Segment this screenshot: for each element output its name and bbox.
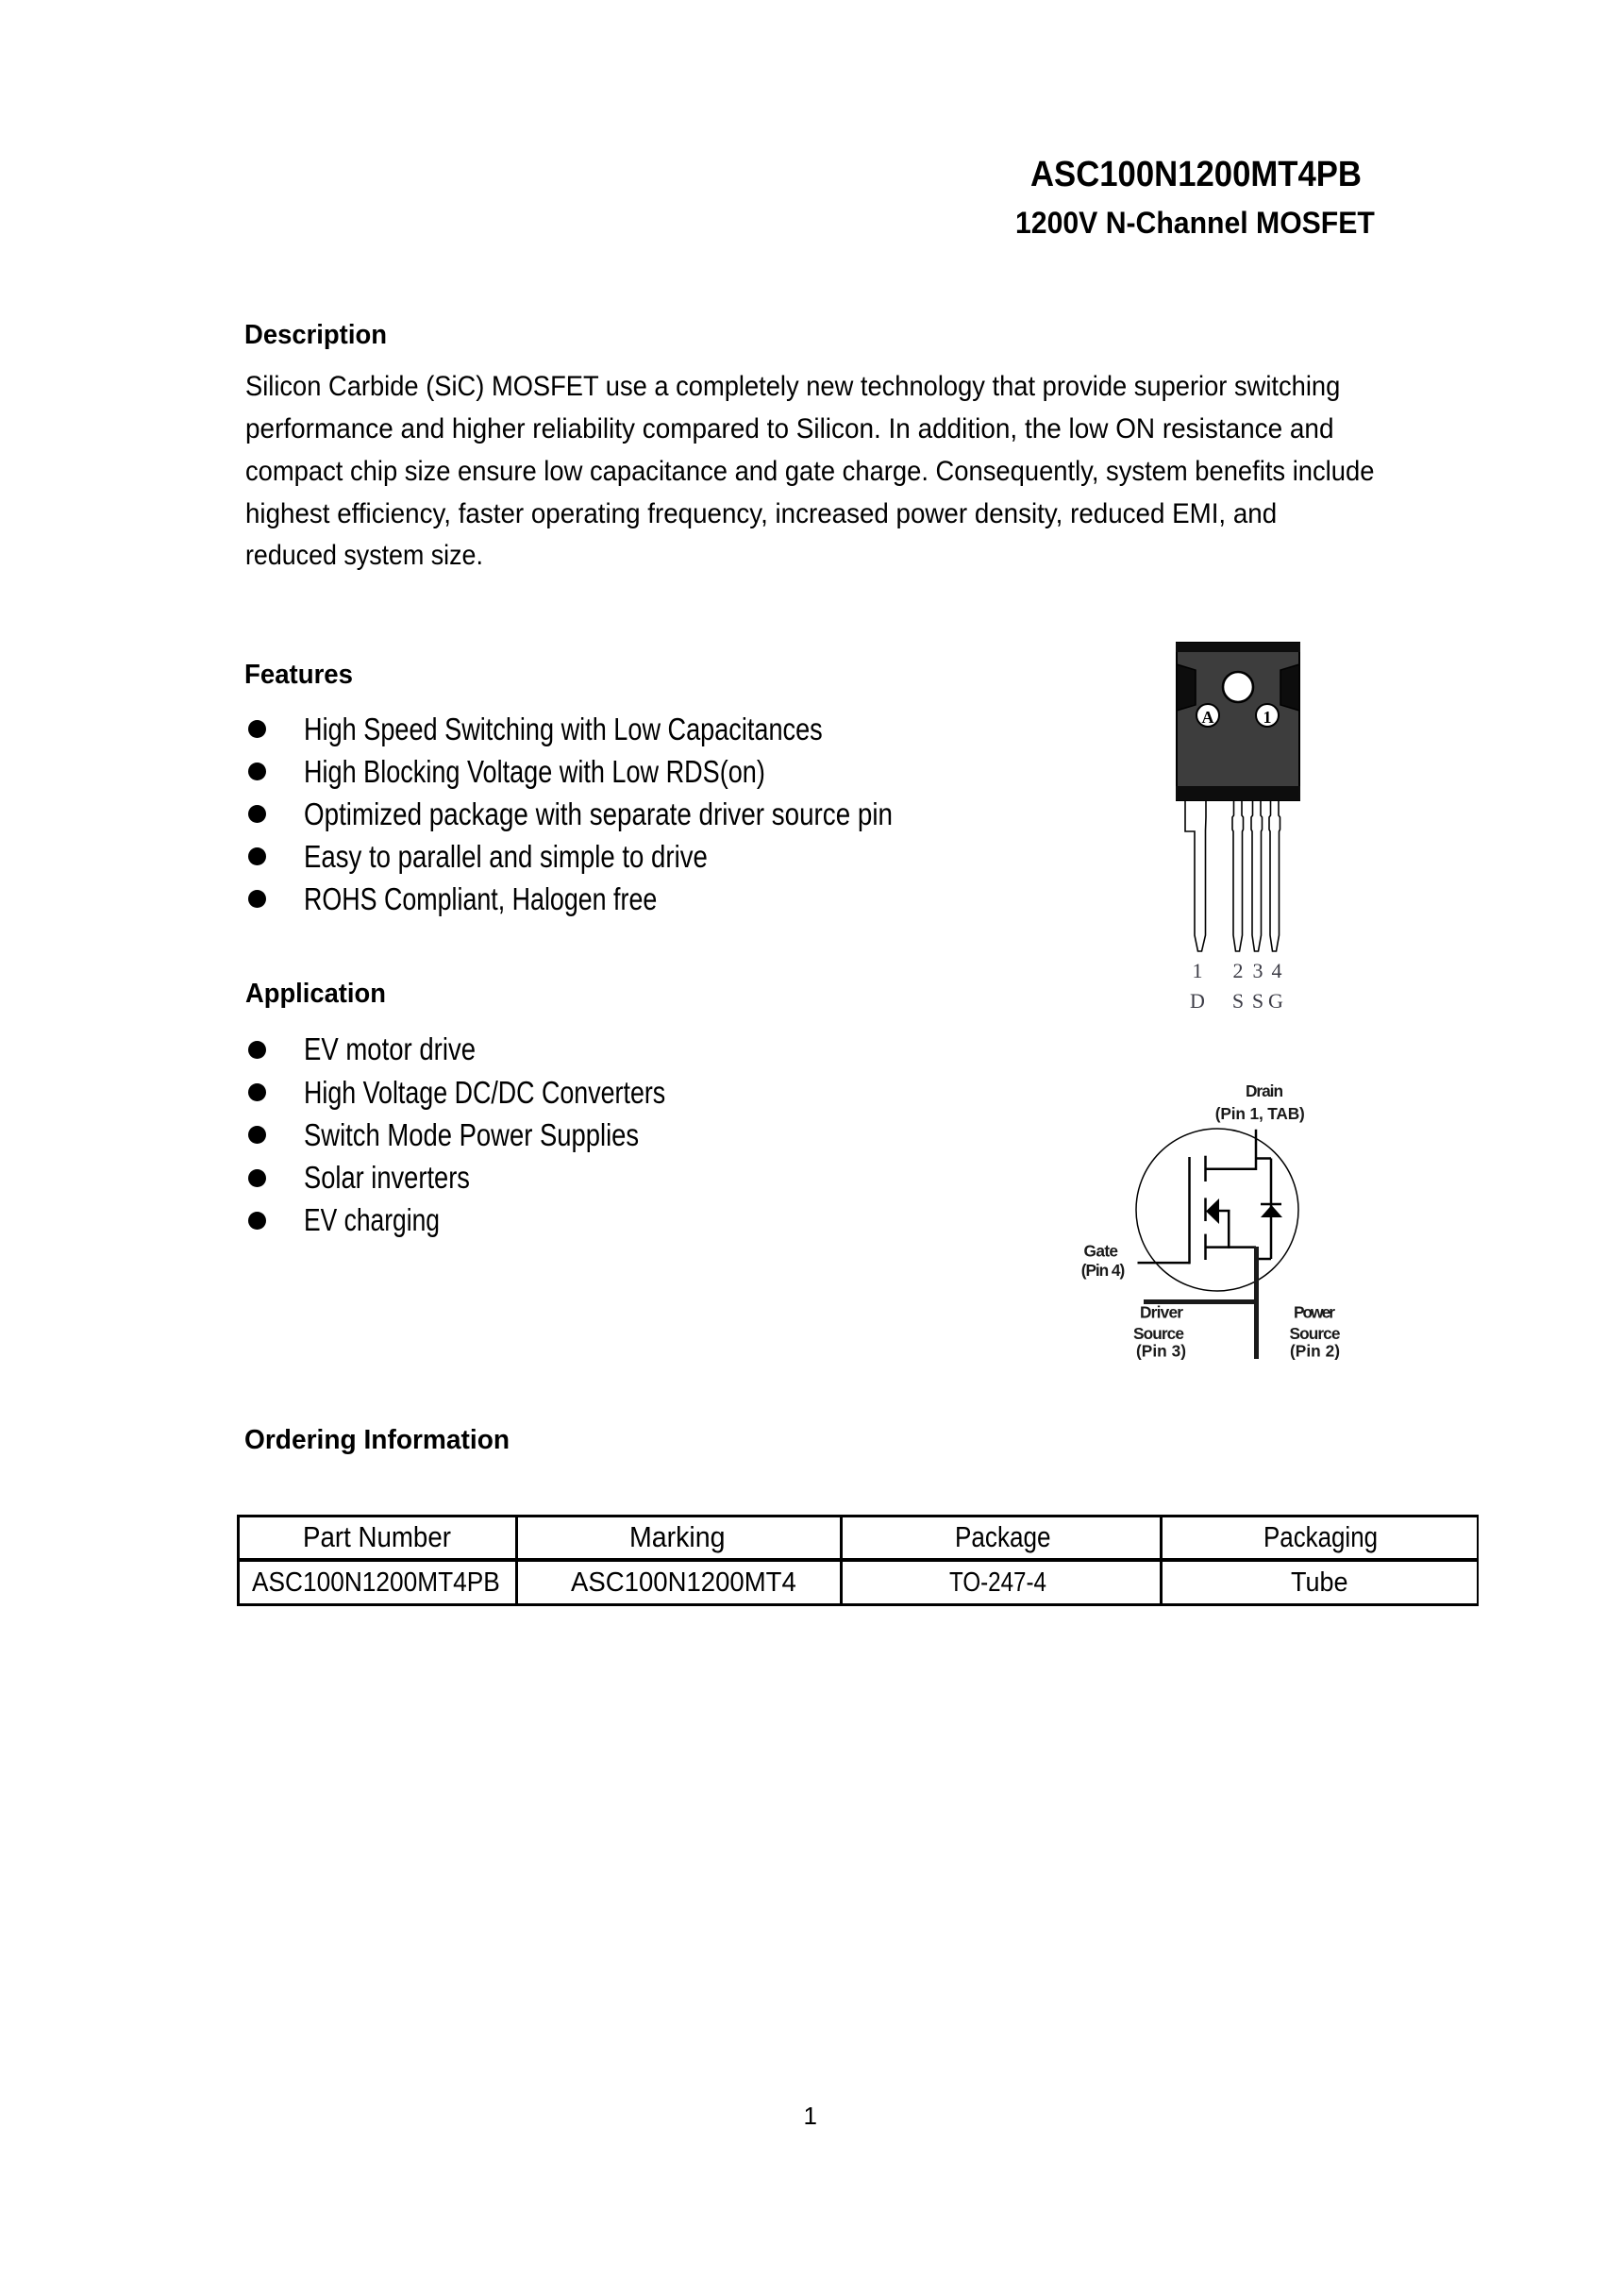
svg-text:S: S bbox=[1252, 989, 1263, 1013]
svg-text:2: 2 bbox=[1233, 959, 1244, 982]
svg-text:1: 1 bbox=[1263, 708, 1272, 727]
svg-text:1: 1 bbox=[1193, 959, 1203, 982]
svg-text:Source: Source bbox=[1133, 1324, 1184, 1343]
svg-text:A: A bbox=[1202, 708, 1214, 727]
svg-text:G: G bbox=[1268, 989, 1283, 1013]
svg-text:Gate: Gate bbox=[1084, 1242, 1119, 1261]
svg-text:Source: Source bbox=[1290, 1324, 1341, 1343]
svg-text:(Pin 4): (Pin 4) bbox=[1081, 1261, 1126, 1280]
svg-text:3: 3 bbox=[1253, 959, 1263, 982]
svg-text:(Pin 1, TAB): (Pin 1, TAB) bbox=[1215, 1104, 1305, 1123]
svg-text:Drain: Drain bbox=[1246, 1081, 1283, 1100]
svg-text:D: D bbox=[1190, 989, 1205, 1013]
svg-text:(Pin 2): (Pin 2) bbox=[1290, 1342, 1340, 1361]
svg-text:S: S bbox=[1232, 989, 1244, 1013]
svg-text:Power: Power bbox=[1294, 1303, 1335, 1322]
svg-text:(Pin 3): (Pin 3) bbox=[1136, 1342, 1186, 1361]
svg-text:4: 4 bbox=[1272, 959, 1282, 982]
svg-text:Driver: Driver bbox=[1140, 1303, 1183, 1322]
